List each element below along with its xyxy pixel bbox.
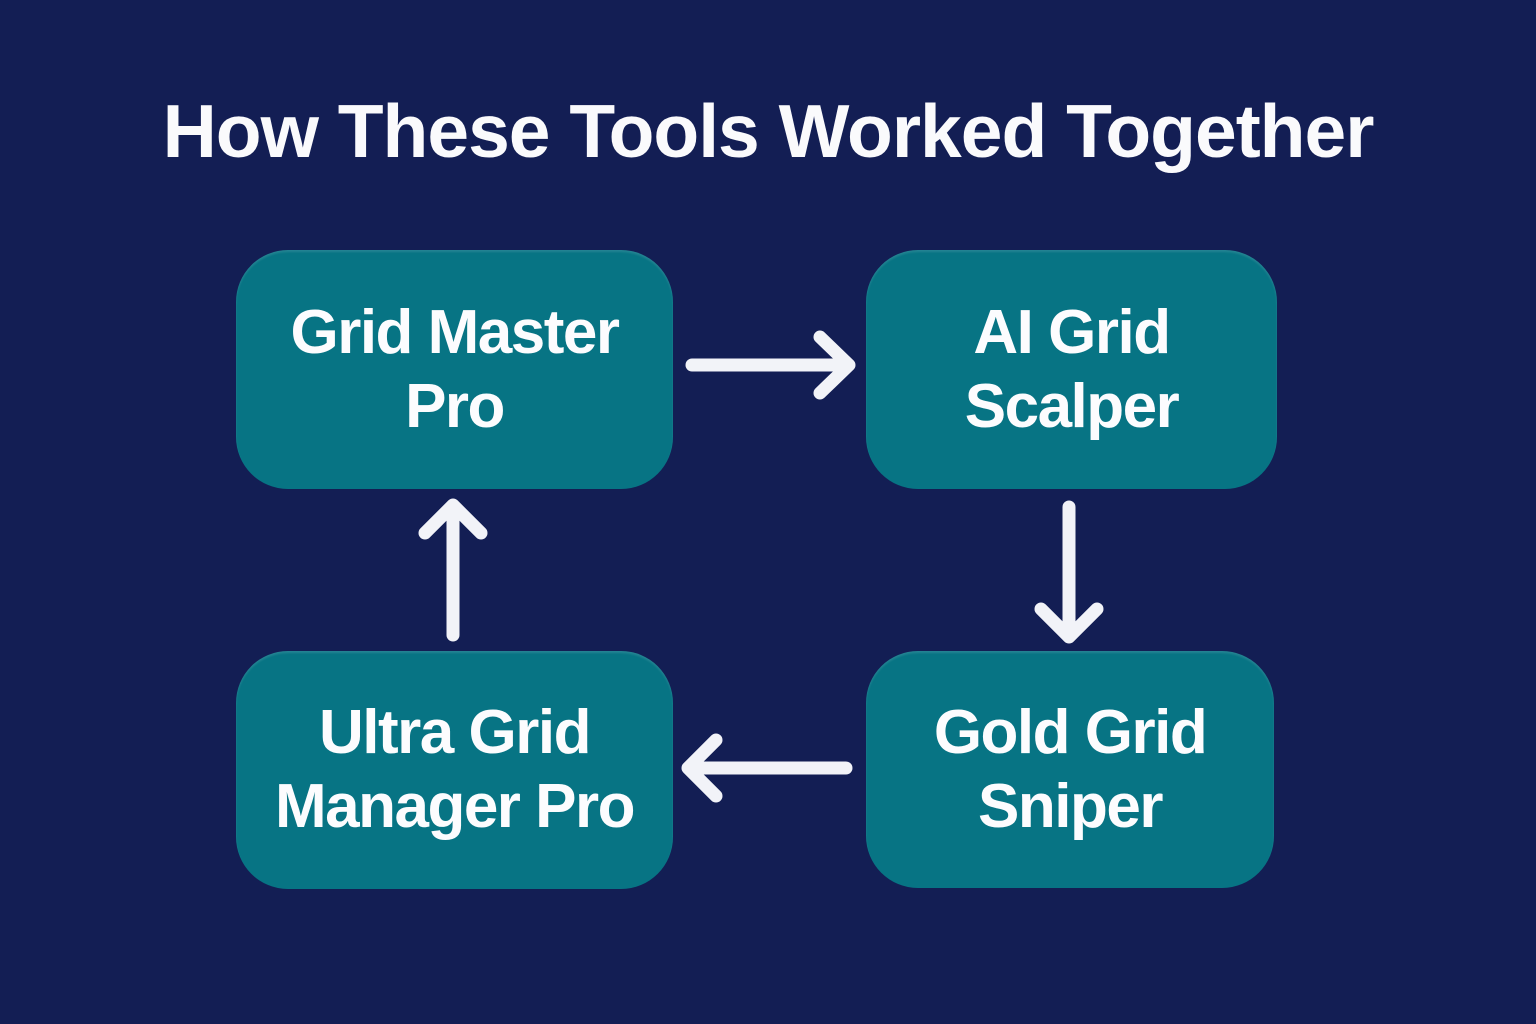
arrow-up-icon bbox=[418, 498, 488, 642]
node-label-line2: Scalper bbox=[964, 371, 1180, 441]
arrow-down-icon bbox=[1034, 500, 1104, 644]
node-ultra-grid-manager-pro: Ultra Grid Manager Pro bbox=[236, 651, 673, 889]
node-gold-grid-sniper: Gold Grid Sniper bbox=[866, 651, 1274, 888]
node-label-line2: Pro bbox=[405, 371, 505, 441]
node-label-ultra-grid-manager-pro: Ultra Grid Manager Pro bbox=[274, 696, 636, 844]
node-ai-grid-scalper: AI Grid Scalper bbox=[866, 250, 1277, 489]
node-grid-master-pro: Grid Master Pro bbox=[236, 250, 673, 489]
node-label-line2: Sniper bbox=[978, 771, 1163, 841]
node-label-grid-master-pro: Grid Master Pro bbox=[290, 296, 620, 444]
node-label-gold-grid-sniper: Gold Grid Sniper bbox=[933, 696, 1208, 844]
node-label-line2: Manager Pro bbox=[274, 772, 636, 841]
arrow-left-icon bbox=[681, 733, 853, 803]
node-label-line1: AI Grid bbox=[973, 297, 1171, 367]
node-label-line1: Grid Master bbox=[290, 297, 620, 367]
diagram-title: How These Tools Worked Together bbox=[162, 89, 1375, 173]
node-label-line1: Gold Grid bbox=[933, 697, 1208, 767]
arrow-right-icon bbox=[685, 330, 856, 400]
node-label-ai-grid-scalper: AI Grid Scalper bbox=[964, 296, 1180, 444]
node-label-line1: Ultra Grid bbox=[319, 698, 591, 767]
